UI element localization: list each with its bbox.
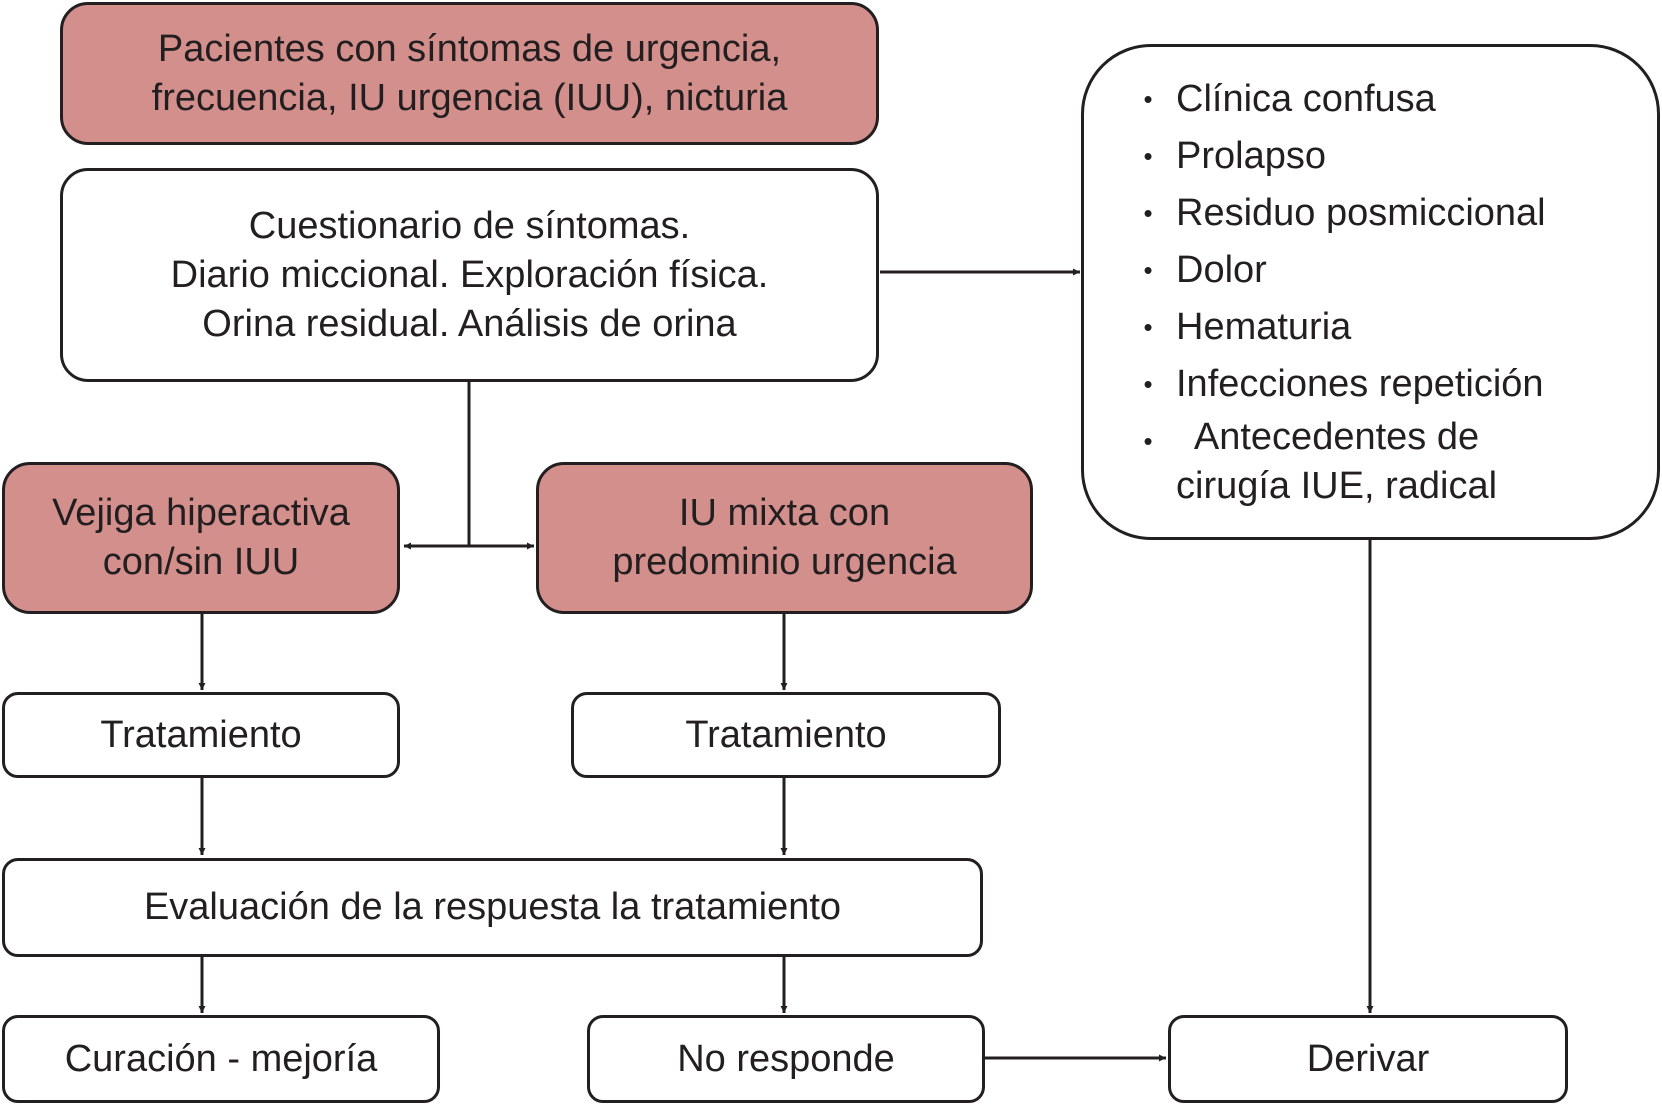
overactive-bladder-line-2: con/sin IUU [102, 541, 300, 583]
red-flag-item: •Residuo posmiccional [1120, 185, 1545, 242]
red-flag-item: •Clínica confusa [1120, 71, 1546, 128]
bullet-icon: • [1143, 426, 1153, 456]
no-response-label: No responde [677, 1037, 895, 1080]
bullet-icon: • [1143, 312, 1153, 342]
patients-line-1: Pacientes con síntomas de urgencia, [157, 27, 782, 70]
evaluation-label: Evaluación de la respuesta la tratamient… [143, 886, 842, 928]
red-flag-item: •Dolor [1120, 242, 1546, 299]
refer-box: Derivar [1168, 1015, 1568, 1103]
bullet-icon: • [1143, 255, 1153, 285]
mixed-ui-line-2: predominio urgencia [612, 541, 957, 583]
treatment-left-box: Tratamiento [2, 692, 400, 778]
assessment-line-2: Diario miccional. Exploración física. [170, 253, 769, 296]
patients-line-2: frecuencia, IU urgencia (IUU), nicturia [151, 76, 788, 119]
evaluation-box: Evaluación de la respuesta la tratamient… [2, 858, 983, 957]
overactive-bladder-line-1: Vejiga hiperactiva [52, 492, 350, 534]
bullet-icon: • [1143, 369, 1153, 399]
red-flag-item: •Prolapso [1120, 128, 1546, 185]
mixed-ui-box: IU mixta con predominio urgencia [536, 462, 1033, 614]
treatment-left-label: Tratamiento [100, 713, 302, 756]
refer-label: Derivar [1306, 1037, 1430, 1080]
assessment-line-3: Orina residual. Análisis de orina [202, 302, 737, 345]
bullet-icon: • [1143, 84, 1153, 114]
red-flags-list: •Clínica confusa •Prolapso •Residuo posm… [1120, 71, 1546, 511]
mixed-ui-line-1: IU mixta con [678, 492, 891, 534]
red-flag-item: •Hematuria [1120, 299, 1546, 356]
patients-box: Pacientes con síntomas de urgencia, frec… [60, 2, 879, 145]
red-flags-box: •Clínica confusa •Prolapso •Residuo posm… [1081, 44, 1660, 540]
bullet-icon: • [1143, 141, 1153, 171]
cure-box: Curación - mejoría [2, 1015, 440, 1103]
assessment-line-1: Cuestionario de síntomas. [248, 204, 691, 247]
bullet-icon: • [1143, 198, 1153, 228]
treatment-right-label: Tratamiento [685, 713, 887, 756]
treatment-right-box: Tratamiento [571, 692, 1001, 778]
overactive-bladder-box: Vejiga hiperactiva con/sin IUU [2, 462, 400, 614]
no-response-box: No responde [587, 1015, 985, 1103]
cure-label: Curación - mejoría [64, 1037, 378, 1080]
red-flag-item: •Infecciones repetición [1120, 356, 1546, 413]
assessment-box: Cuestionario de síntomas. Diario miccion… [60, 168, 879, 382]
